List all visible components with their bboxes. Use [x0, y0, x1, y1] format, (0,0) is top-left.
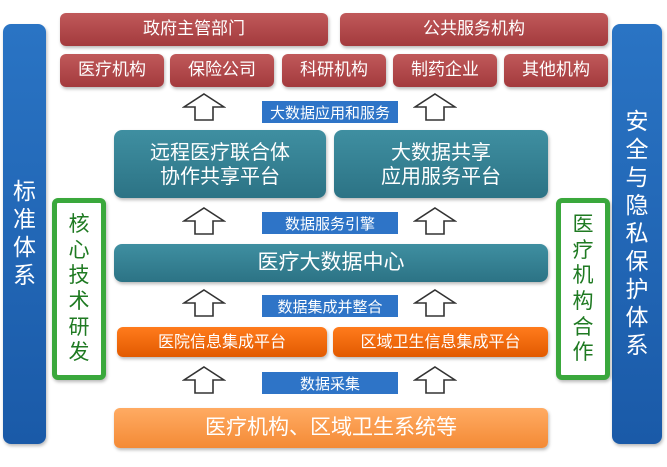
security-privacy-label: 安全与隐私保护体系 [625, 108, 649, 360]
standards-system-box: 标准体系 [3, 24, 46, 444]
big-data-share-platform-label: 大数据共享 应用服务平台 [381, 140, 501, 188]
standards-system-label: 标准体系 [12, 178, 36, 290]
up-arrow-icon [413, 366, 457, 394]
medical-data-center-box: 医疗大数据中心 [114, 244, 548, 282]
remote-medical-platform-box: 远程医疗联合体 协作共享平台 [114, 130, 326, 198]
org-label: 医疗机构 [78, 60, 146, 81]
org-insurance-box: 保险公司 [170, 54, 274, 87]
collection-label: 数据采集 [262, 372, 398, 394]
org-other-box: 其他机构 [504, 54, 608, 87]
org-medical-box: 医疗机构 [60, 54, 164, 87]
cooperation-label: 医疗机构合作 [572, 212, 594, 365]
up-arrow-icon [182, 207, 226, 235]
core-tech-label: 核心技术研发 [68, 212, 90, 365]
up-arrow-icon [182, 289, 226, 317]
remote-medical-platform-label: 远程医疗联合体 协作共享平台 [150, 140, 290, 188]
up-arrow-icon [413, 207, 457, 235]
public-service-label: 公共服务机构 [423, 19, 525, 40]
up-arrow-icon [182, 93, 226, 121]
public-service-box: 公共服务机构 [340, 13, 608, 46]
big-data-share-platform-box: 大数据共享 应用服务平台 [334, 130, 548, 198]
org-pharma-box: 制药企业 [393, 54, 497, 87]
core-tech-box: 核心技术研发 [52, 198, 106, 380]
hospital-info-platform-label: 医院信息集成平台 [157, 332, 286, 352]
regional-health-platform-label: 区域卫生信息集成平台 [360, 332, 521, 352]
up-arrow-icon [182, 366, 226, 394]
integration-label: 数据集成并整合 [262, 295, 398, 317]
gov-department-label: 政府主管部门 [143, 19, 245, 40]
security-privacy-box: 安全与隐私保护体系 [612, 24, 662, 444]
medical-data-center-label: 医疗大数据中心 [257, 250, 405, 275]
cooperation-box: 医疗机构合作 [556, 198, 610, 380]
app-service-label: 大数据应用和服务 [262, 101, 398, 123]
data-engine-label: 数据服务引擎 [262, 212, 398, 234]
up-arrow-icon [413, 93, 457, 121]
hospital-info-platform-box: 医院信息集成平台 [117, 327, 327, 357]
org-label: 保险公司 [188, 60, 256, 81]
medical-institutions-label: 医疗机构、区域卫生系统等 [205, 415, 457, 440]
medical-institutions-box: 医疗机构、区域卫生系统等 [114, 408, 548, 448]
org-label: 科研机构 [300, 60, 368, 81]
org-research-box: 科研机构 [282, 54, 386, 87]
gov-department-box: 政府主管部门 [60, 13, 328, 46]
up-arrow-icon [413, 289, 457, 317]
org-label: 其他机构 [522, 60, 590, 81]
org-label: 制药企业 [411, 60, 479, 81]
regional-health-platform-box: 区域卫生信息集成平台 [333, 327, 548, 357]
